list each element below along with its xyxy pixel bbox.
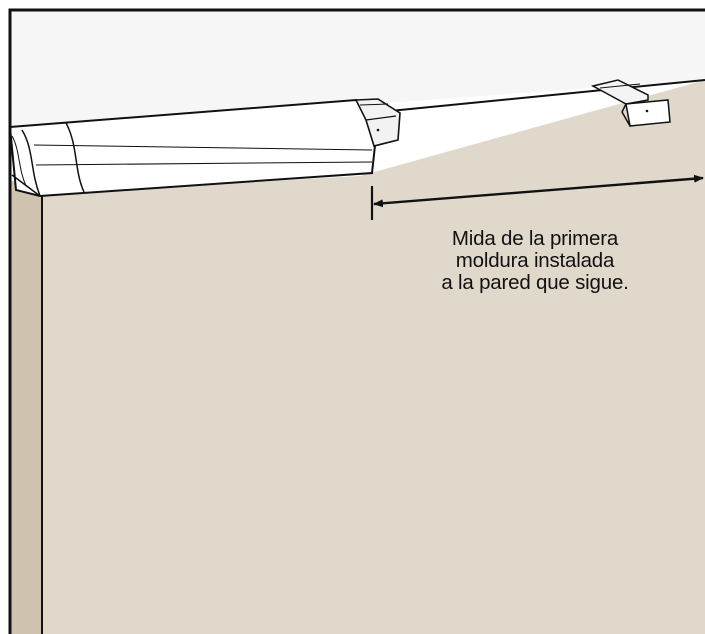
measurement-arrow-icon [373, 174, 704, 208]
installed-molding [8, 98, 380, 198]
ceiling [10, 10, 705, 130]
caption-line-1: Mida de la primera [451, 227, 619, 250]
mounting-clip-icon [590, 79, 671, 127]
clip-at-molding-end [354, 98, 401, 147]
caption-line-3: a la pared que sigue. [441, 271, 629, 294]
main-wall [42, 80, 705, 634]
ceiling-wall-line [379, 79, 705, 113]
side-wall [10, 180, 42, 634]
caption-line-2: moldura instalada [455, 249, 615, 272]
frame-border [8, 8, 705, 634]
measurement-caption: Mida de la primera moldura instalada a l… [385, 228, 685, 294]
